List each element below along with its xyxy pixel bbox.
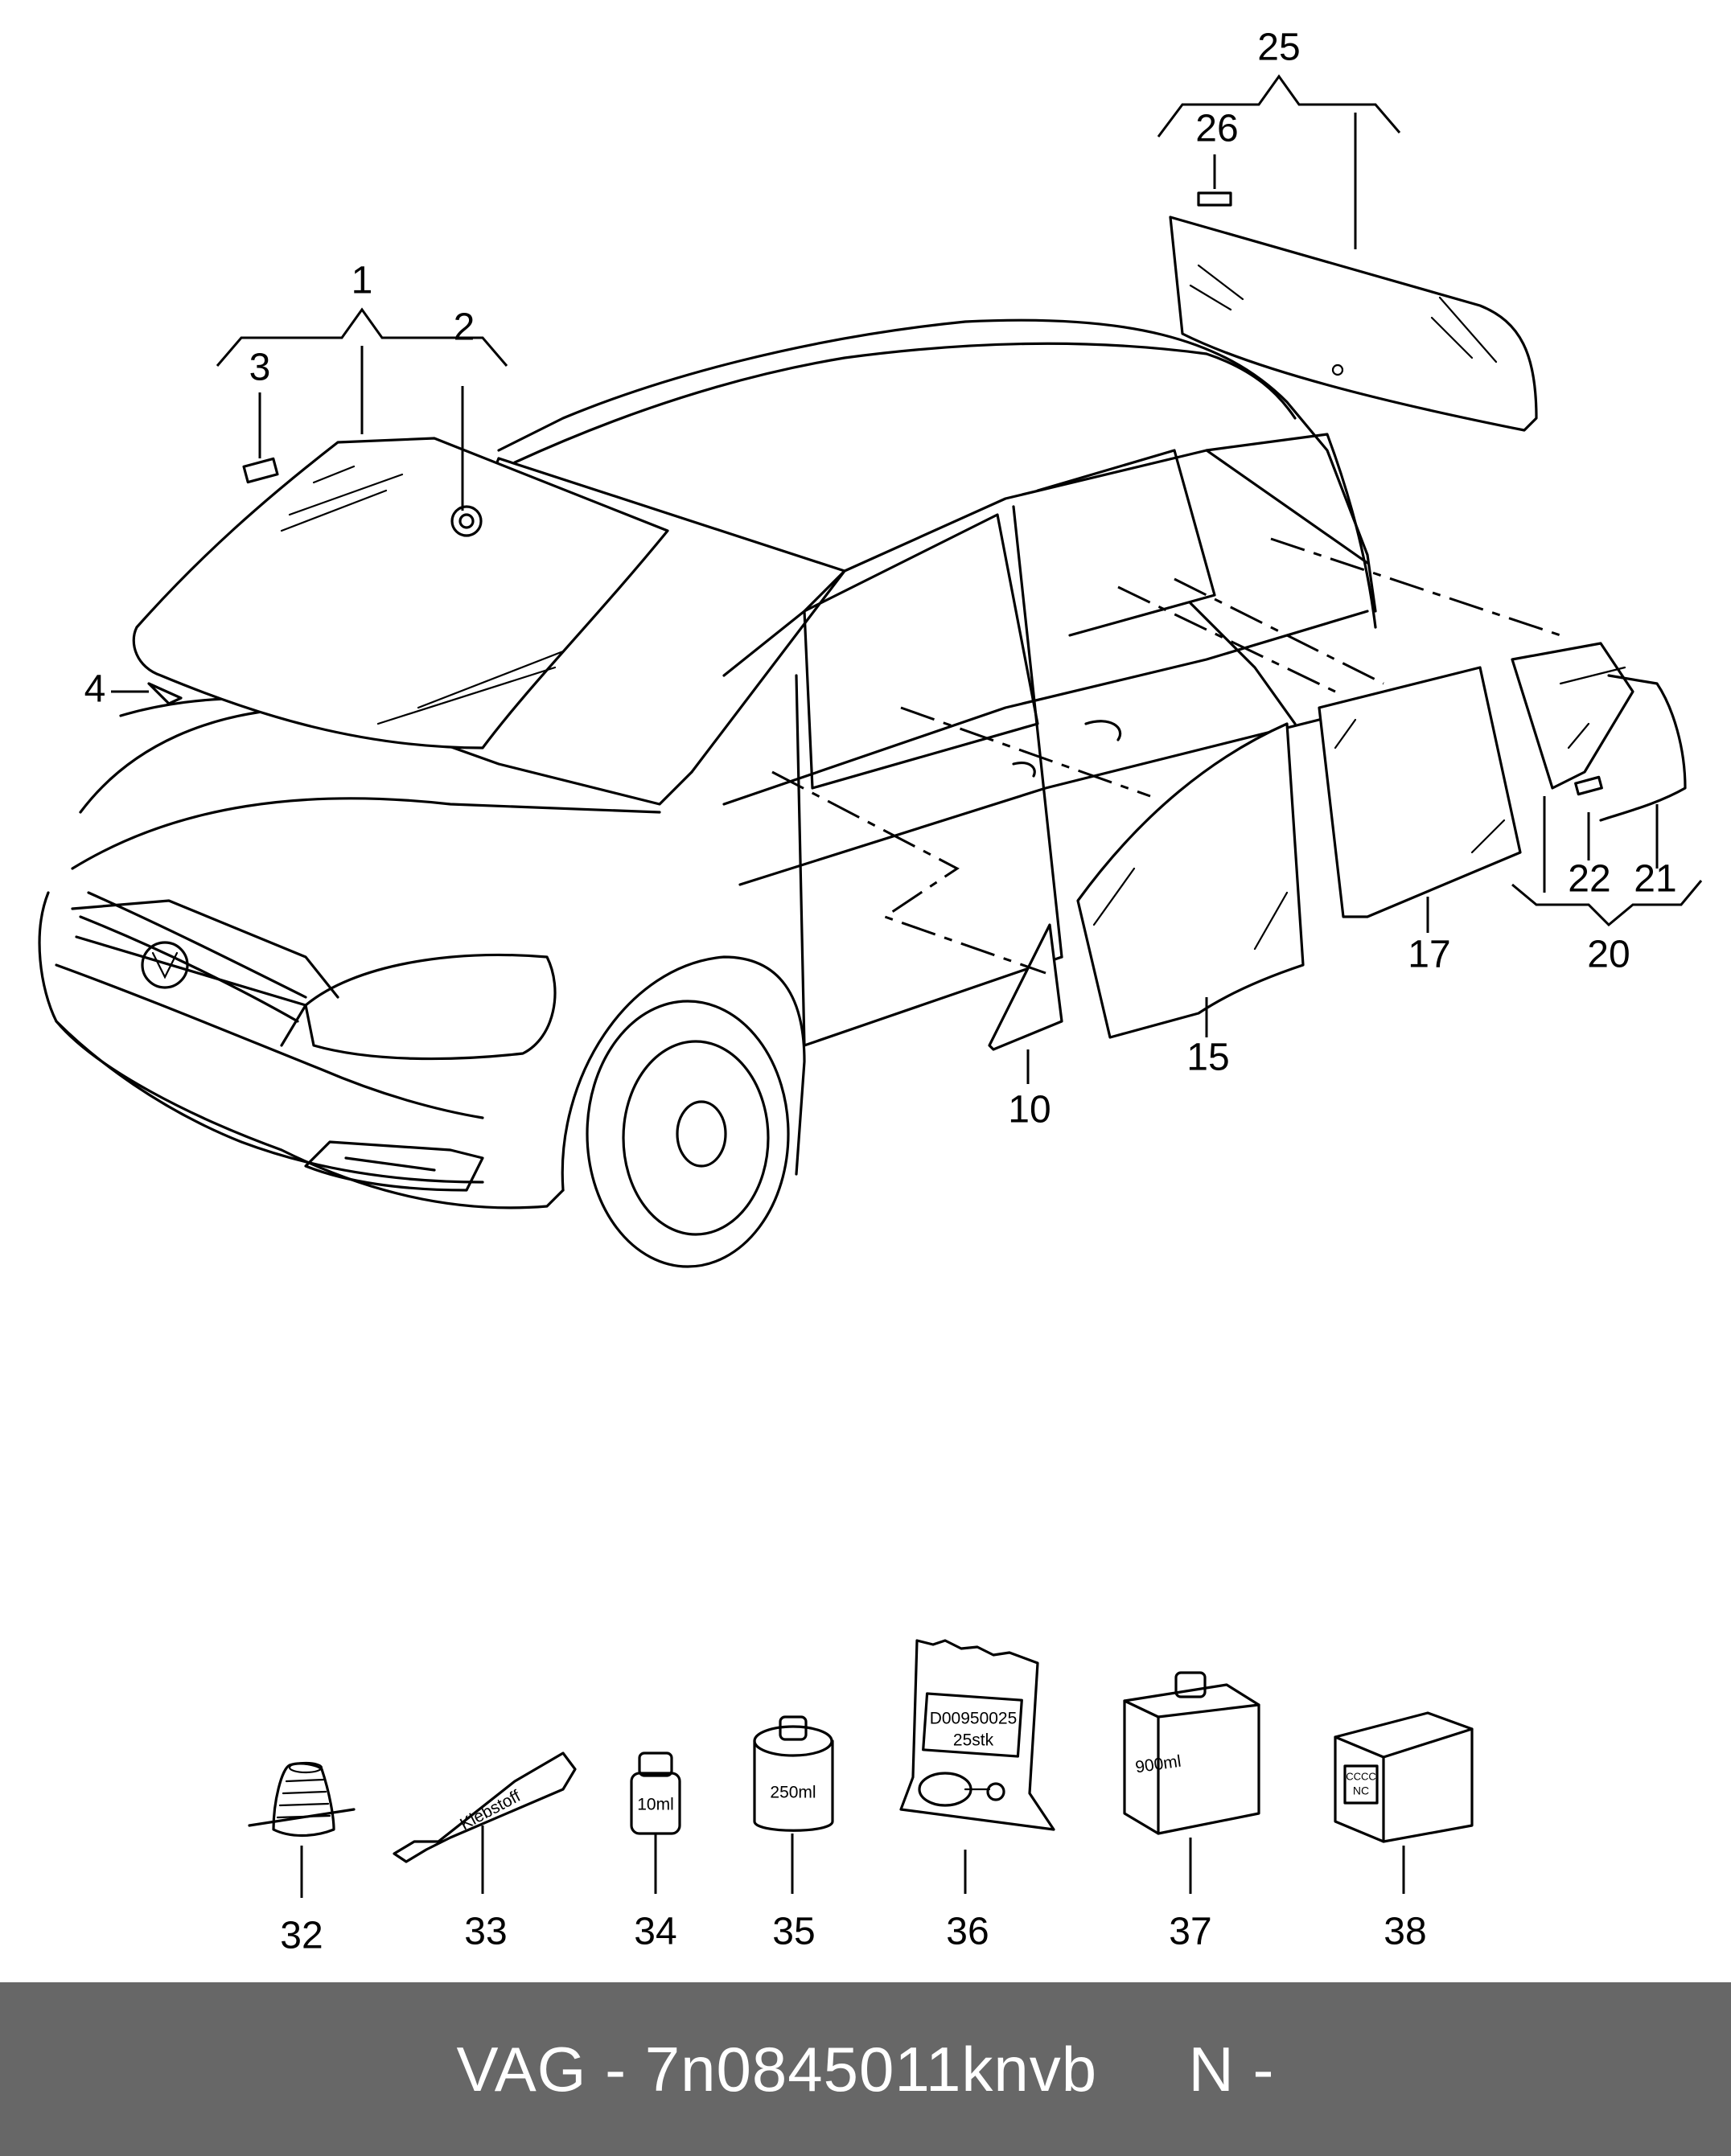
callout-2: 2 xyxy=(454,306,475,349)
wedge-4 xyxy=(147,682,183,705)
leader-lines xyxy=(111,74,1703,1898)
box-37: 900ml xyxy=(1123,1671,1260,1835)
bag-36: D00950025 25stk xyxy=(899,1639,1055,1831)
callout-36: 36 xyxy=(946,1911,989,1953)
callout-3: 3 xyxy=(249,347,271,389)
bag-label-1: D00950025 xyxy=(930,1710,1018,1728)
callout-26: 26 xyxy=(1195,108,1238,150)
projection-lines xyxy=(771,537,1561,975)
callout-21: 21 xyxy=(1634,858,1676,901)
bag-label-2: 25stk xyxy=(953,1731,994,1750)
rear-quarter-glass xyxy=(1511,642,1687,822)
callout-4: 4 xyxy=(84,668,106,711)
box-38: CCCC NC xyxy=(1334,1711,1474,1843)
can-label: 250ml xyxy=(770,1784,816,1802)
callout-32: 32 xyxy=(280,1915,323,1957)
car-body xyxy=(38,318,1377,1268)
callout-33: 33 xyxy=(464,1911,507,1953)
callout-20: 20 xyxy=(1587,934,1630,976)
callout-35: 35 xyxy=(772,1911,815,1953)
adhesive-tube-33: Klebstoff xyxy=(393,1751,577,1863)
footer-bar: VAG - 7n0845011knvb N - xyxy=(0,1982,1731,2156)
callout-34: 34 xyxy=(634,1911,676,1953)
sticker-3 xyxy=(242,457,279,484)
nozzle-32 xyxy=(248,1761,356,1838)
front-door-glass xyxy=(1076,722,1305,1039)
rear-window xyxy=(1169,191,1538,432)
callout-1: 1 xyxy=(352,260,373,302)
callout-10: 10 xyxy=(1008,1089,1051,1131)
box2-label-2: NC xyxy=(1353,1784,1369,1797)
bottle-34: 10ml xyxy=(630,1751,681,1835)
windshield xyxy=(132,437,669,749)
bottle-label: 10ml xyxy=(637,1796,674,1814)
callout-37: 37 xyxy=(1169,1911,1211,1953)
rear-door-glass xyxy=(1318,666,1522,918)
parts-diagram: 1 2 3 4 25 26 10 15 17 20 21 22 32 33 34… xyxy=(38,27,1703,1957)
callout-15: 15 xyxy=(1186,1037,1229,1079)
sticker-26 xyxy=(1197,191,1232,207)
box-label: 900ml xyxy=(1134,1752,1182,1777)
part-number-label: VAG - 7n0845011knvb N - xyxy=(456,2033,1275,2105)
box2-label-1: CCCC xyxy=(1346,1770,1376,1782)
callout-22: 22 xyxy=(1568,858,1610,901)
callout-17: 17 xyxy=(1408,934,1450,976)
can-35: 250ml xyxy=(753,1715,834,1832)
callout-25: 25 xyxy=(1257,27,1300,69)
front-quarter-glass xyxy=(988,923,1063,1051)
callout-38: 38 xyxy=(1384,1911,1426,1953)
rain-sensor xyxy=(450,505,483,537)
clip-22 xyxy=(1574,775,1603,796)
